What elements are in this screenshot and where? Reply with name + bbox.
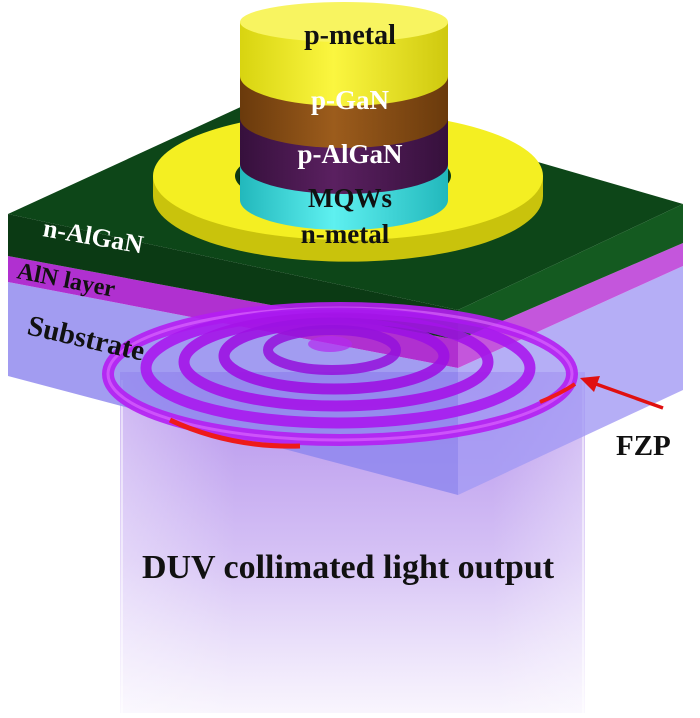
n-metal-label: n-metal <box>301 219 390 249</box>
p-algan-label: p-AlGaN <box>297 139 403 169</box>
mesa-stack <box>240 2 448 230</box>
fzp-arrow <box>580 376 664 410</box>
light-output-label: DUV collimated light output <box>142 549 555 586</box>
p-metal-label: p-metal <box>304 20 396 51</box>
fzp-label: FZP <box>616 430 671 462</box>
fzp-rings <box>102 302 578 449</box>
mqws-label: MQWs <box>308 183 392 213</box>
p-gan-label: p-GaN <box>311 85 390 115</box>
